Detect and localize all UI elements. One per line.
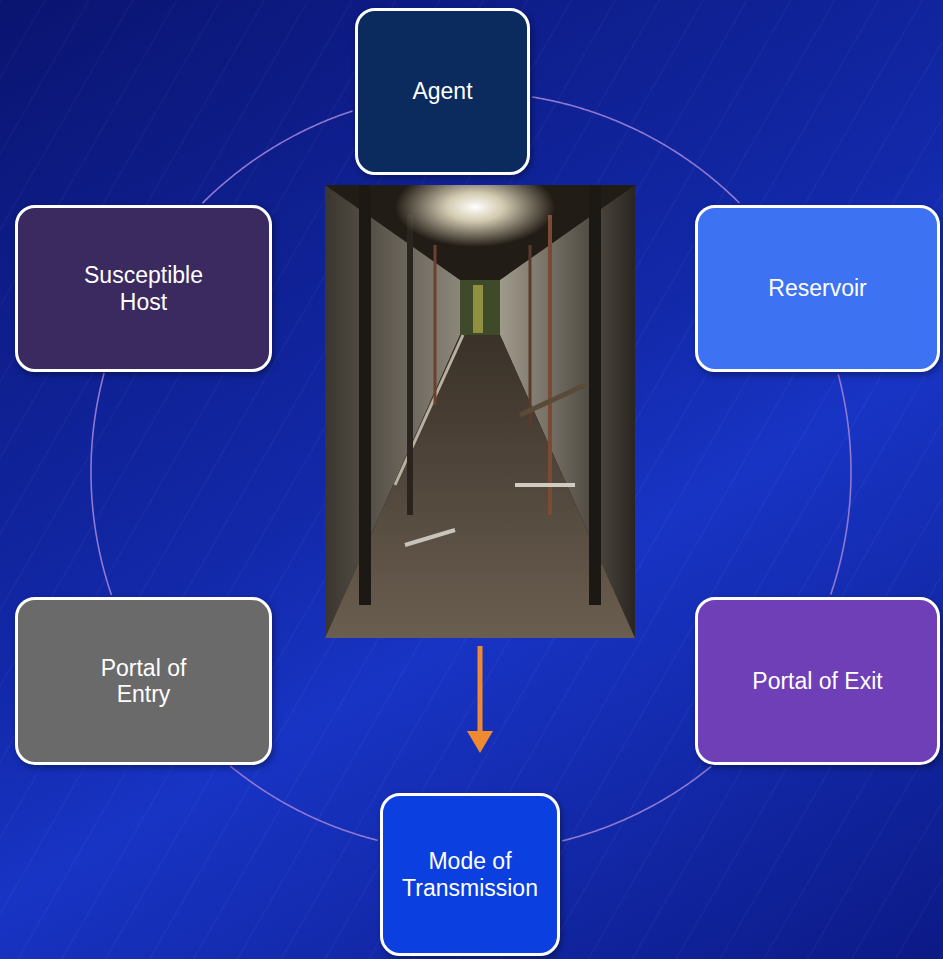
cycle-connector — [91, 373, 111, 595]
chain-link-box: Susceptible Host — [15, 205, 272, 372]
chain-link-box: Mode of Transmission — [380, 793, 560, 956]
chain-link-box: Agent — [355, 8, 530, 175]
box-label: Mode of Transmission — [395, 848, 545, 901]
cycle-connector — [831, 374, 851, 594]
chain-link-box: Reservoir — [695, 205, 940, 372]
chain-link-box: Portal of Exit — [695, 597, 940, 765]
chain-link-box: Portal of Entry — [15, 597, 272, 765]
box-label: Susceptible Host — [74, 262, 214, 315]
box-label: Reservoir — [768, 275, 866, 301]
cycle-connector — [562, 766, 711, 841]
box-label: Portal of Entry — [84, 655, 204, 708]
arrow-head — [467, 731, 493, 753]
cycle-connector — [230, 766, 377, 840]
hallway-photo — [325, 185, 635, 638]
box-label: Agent — [412, 78, 472, 104]
arrow-shaft — [478, 646, 483, 734]
box-label: Portal of Exit — [752, 668, 882, 694]
